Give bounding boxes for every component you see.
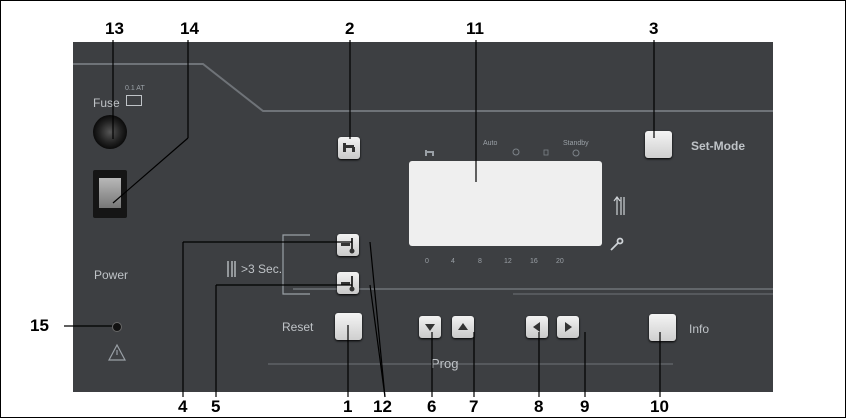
callout-15: 15 xyxy=(30,316,49,335)
scale-tick: 8 xyxy=(478,258,482,265)
scale-tick: 12 xyxy=(504,258,512,265)
mode-standby-label: Standby xyxy=(563,140,589,147)
tap-icon xyxy=(343,143,355,152)
control-panel: Fuse 0.1 AT Power Auto Standby xyxy=(73,42,773,392)
callout-8: 8 xyxy=(534,397,544,416)
temperature-up-button[interactable] xyxy=(337,234,359,256)
callout-12: 12 xyxy=(373,397,392,416)
mode-auto-label: Auto xyxy=(483,140,498,147)
info-button[interactable] xyxy=(649,314,676,341)
up-button[interactable] xyxy=(452,316,474,338)
set-mode-button[interactable] xyxy=(645,131,672,158)
right-button[interactable] xyxy=(557,316,579,338)
prog-label: Prog xyxy=(431,356,459,371)
callout-13: 13 xyxy=(105,19,124,38)
callout-4: 4 xyxy=(178,397,188,416)
triangle-down-icon xyxy=(425,324,435,331)
callout-3: 3 xyxy=(649,19,659,38)
scale-tick: 4 xyxy=(451,258,455,265)
scale-tick: 16 xyxy=(530,258,538,265)
fuse-rating: 0.1 AT xyxy=(125,85,145,92)
callout-14: 14 xyxy=(180,19,199,38)
hold-time-label: >3 Sec. xyxy=(241,262,283,276)
lcd-display xyxy=(409,161,602,246)
power-switch[interactable] xyxy=(93,170,127,218)
fuse-label: Fuse xyxy=(93,96,120,110)
triangle-right-icon xyxy=(565,322,572,332)
down-button[interactable] xyxy=(419,316,441,338)
callout-7: 7 xyxy=(469,397,479,416)
temperature-up-icon xyxy=(341,238,355,254)
power-label: Power xyxy=(94,268,129,282)
callout-2: 2 xyxy=(345,19,355,38)
reset-button[interactable] xyxy=(335,313,362,340)
triangle-left-icon xyxy=(533,322,540,332)
triangle-up-icon xyxy=(458,323,468,330)
scale-tick: 20 xyxy=(556,258,564,265)
callout-5: 5 xyxy=(211,397,221,416)
info-label: Info xyxy=(689,322,710,336)
left-button[interactable] xyxy=(526,316,548,338)
fuse-holder[interactable] xyxy=(93,115,127,149)
callout-1: 1 xyxy=(343,397,353,416)
callout-6: 6 xyxy=(427,397,437,416)
temperature-down-icon xyxy=(341,276,355,292)
fuse-symbol-icon xyxy=(126,95,142,106)
scale-tick: 0 xyxy=(425,258,429,265)
callout-9: 9 xyxy=(580,397,590,416)
tap-button[interactable] xyxy=(338,137,360,159)
callout-11: 11 xyxy=(466,19,484,38)
temperature-down-button[interactable] xyxy=(337,272,359,294)
power-led xyxy=(112,322,122,332)
set-mode-label: Set-Mode xyxy=(691,139,745,153)
callout-10: 10 xyxy=(650,397,669,416)
reset-label: Reset xyxy=(282,320,314,334)
